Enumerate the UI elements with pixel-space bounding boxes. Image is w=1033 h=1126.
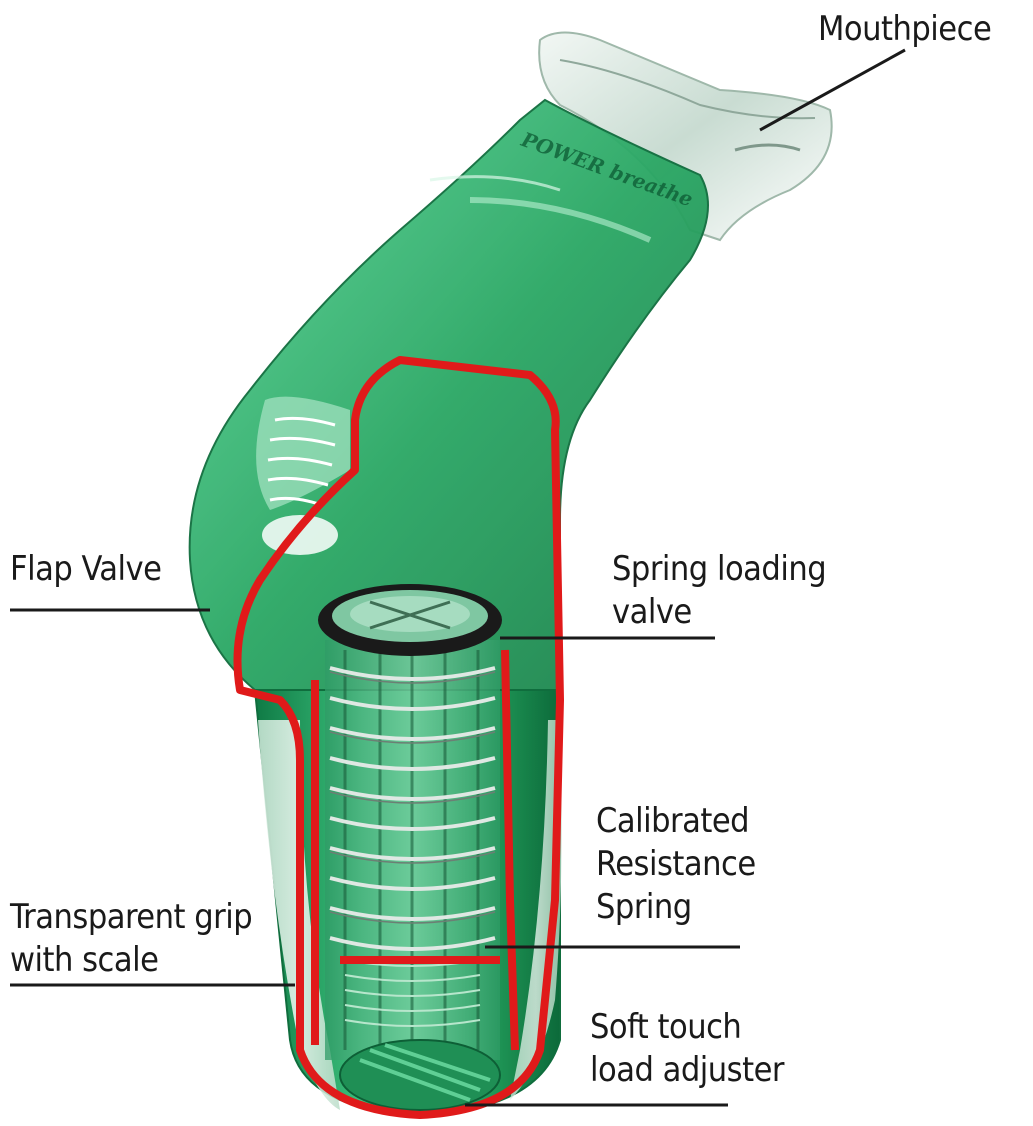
label-spring-loading-valve-line-1: Spring loading — [612, 549, 827, 589]
label-spring-loading-valve: Spring loading valve — [612, 548, 827, 634]
label-calibrated-spring-line-2: Resistance — [596, 844, 756, 884]
label-load-adjuster-line-2: load adjuster — [590, 1050, 784, 1090]
leader-line-mouthpiece — [759, 48, 906, 132]
mouthpiece-part — [538, 31, 833, 242]
label-transparent-grip-line-1: Transparent grip — [10, 897, 253, 937]
leader-lines — [10, 48, 906, 1107]
flap-valve-part — [256, 396, 350, 555]
label-flap-valve-line-1: Flap Valve — [10, 549, 162, 589]
load-adjuster-part — [339, 1039, 501, 1111]
label-transparent-grip: Transparent grip with scale — [10, 896, 253, 982]
label-load-adjuster: Soft touch load adjuster — [590, 1006, 784, 1092]
cutaway-outline — [233, 356, 564, 1119]
label-load-adjuster-line-1: Soft touch — [590, 1007, 742, 1047]
label-calibrated-spring-line-3: Spring — [596, 887, 692, 927]
spring-coil-shadows — [329, 671, 496, 924]
label-flap-valve: Flap Valve — [10, 548, 162, 591]
label-calibrated-spring: Calibrated Resistance Spring — [596, 800, 756, 929]
label-calibrated-spring-line-1: Calibrated — [596, 801, 750, 841]
label-transparent-grip-line-2: with scale — [10, 940, 159, 980]
label-mouthpiece-line-1: Mouthpiece — [818, 9, 992, 49]
spring-loading-valve-part — [318, 584, 502, 656]
label-mouthpiece: Mouthpiece — [818, 8, 992, 51]
calibrated-spring-part — [329, 666, 496, 951]
label-spring-loading-valve-line-2: valve — [612, 592, 692, 632]
